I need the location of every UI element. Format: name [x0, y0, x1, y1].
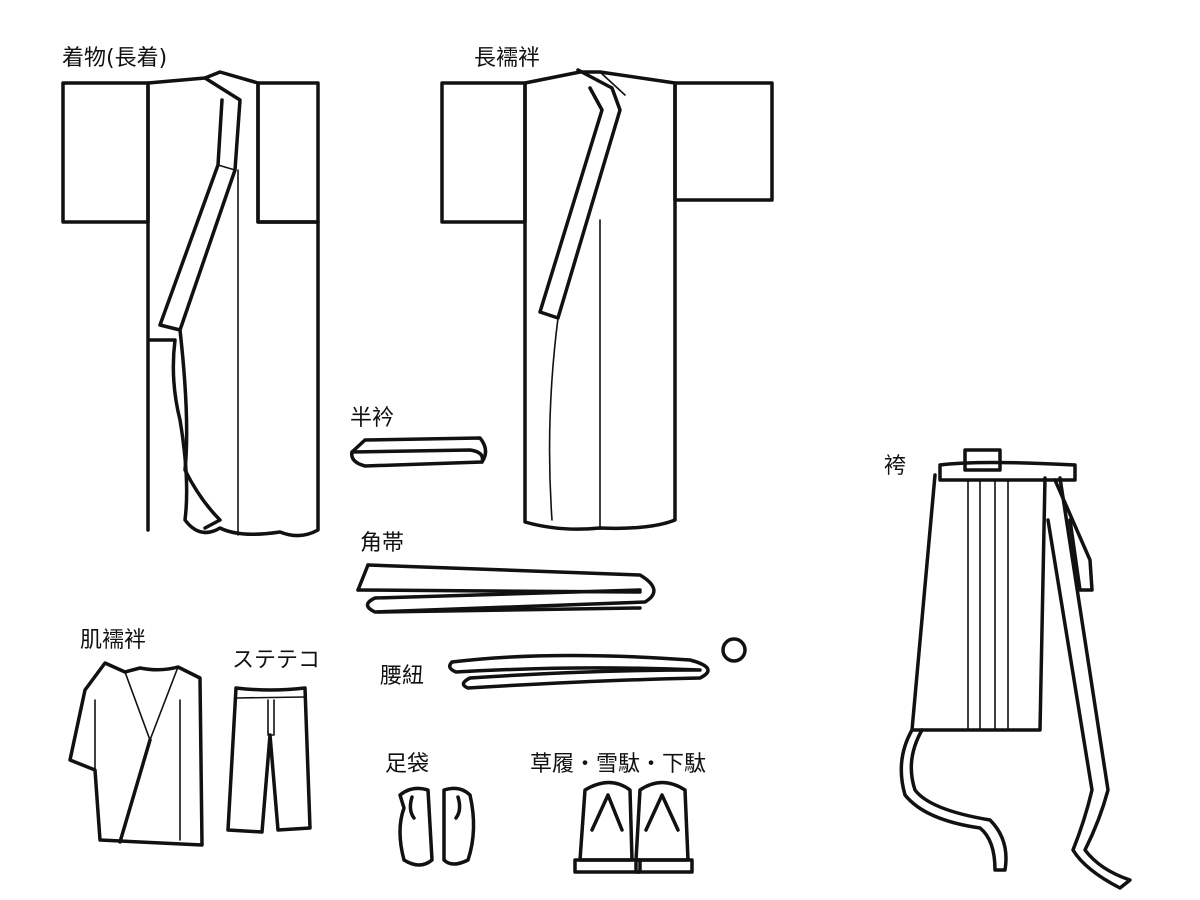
label-kimono: 着物(長着): [62, 46, 168, 71]
hakama-drawing: [899, 448, 1132, 890]
drawing-stroke: [938, 460, 1077, 482]
label-nagajuban: 長襦袢: [474, 46, 541, 71]
kimono-drawing: [61, 70, 320, 538]
drawing-stroke: [454, 795, 462, 820]
label-koshihimo: 腰紐: [380, 664, 425, 689]
drawing-stroke: [267, 699, 275, 736]
drawing-stroke: [235, 696, 306, 699]
kimono-collar: [158, 76, 242, 332]
suteteko-drawing: [226, 686, 312, 834]
kimono-overlap: [178, 328, 222, 530]
nagajuban-body: [523, 70, 677, 531]
koshihimo-bundle: [721, 637, 747, 663]
drawing-stroke: [118, 738, 152, 844]
drawing-stroke: [963, 448, 1002, 472]
drawing-stroke: [1046, 476, 1132, 890]
nagajuban-right-sleeve: [673, 81, 774, 202]
kimono-body: [146, 70, 320, 538]
label-hakama: 袴: [884, 454, 907, 479]
footwear-drawing: [573, 780, 694, 874]
drawing-stroke: [442, 786, 476, 866]
label-haneri: 半衿: [350, 406, 395, 431]
drawing-stroke: [365, 563, 656, 614]
drawing-stroke: [356, 563, 370, 592]
drawing-stroke: [899, 728, 1008, 872]
drawing-stroke: [124, 666, 179, 741]
drawing-stroke: [634, 858, 694, 874]
drawing-stroke: [910, 473, 1047, 732]
hadajuban-drawing: [68, 661, 204, 847]
label-kakuobi: 角帯: [360, 531, 405, 556]
drawing-stroke: [967, 479, 1009, 731]
drawing-stroke: [408, 795, 416, 820]
drawing-stroke: [217, 164, 236, 171]
nagajuban-left-sleeve: [440, 81, 527, 224]
label-suteteko: ステテコ: [232, 648, 321, 673]
nagajuban-collar: [538, 68, 622, 320]
drawing-stroke: [226, 686, 312, 834]
drawing-stroke: [448, 653, 710, 690]
drawing-stroke: [68, 661, 204, 847]
drawing-stroke: [356, 588, 642, 594]
drawing-stroke: [350, 448, 485, 464]
drawing-stroke: [376, 606, 642, 614]
drawing-stroke: [578, 780, 634, 862]
koshihimo-drawing: [448, 637, 747, 690]
kimono-right-sleeve: [256, 81, 320, 224]
label-tabi: 足袋: [385, 752, 430, 777]
kimono-left-sleeve: [61, 81, 150, 224]
drawing-stroke: [599, 71, 626, 96]
label-footwear: 草履・雪駄・下駄: [530, 752, 707, 777]
haneri-drawing: [350, 436, 488, 468]
nagajuban-drawing: [440, 68, 774, 531]
label-hadajuban: 肌襦袢: [80, 628, 147, 653]
drawing-stroke: [590, 793, 624, 832]
drawing-stroke: [573, 858, 642, 874]
drawing-stroke: [548, 317, 559, 521]
tabi-drawing: [398, 786, 476, 867]
drawing-stroke: [398, 786, 434, 867]
drawing-stroke: [634, 780, 690, 862]
kakuobi-drawing: [356, 563, 656, 614]
drawing-stroke: [644, 793, 680, 832]
drawing-stroke: [1053, 478, 1094, 592]
